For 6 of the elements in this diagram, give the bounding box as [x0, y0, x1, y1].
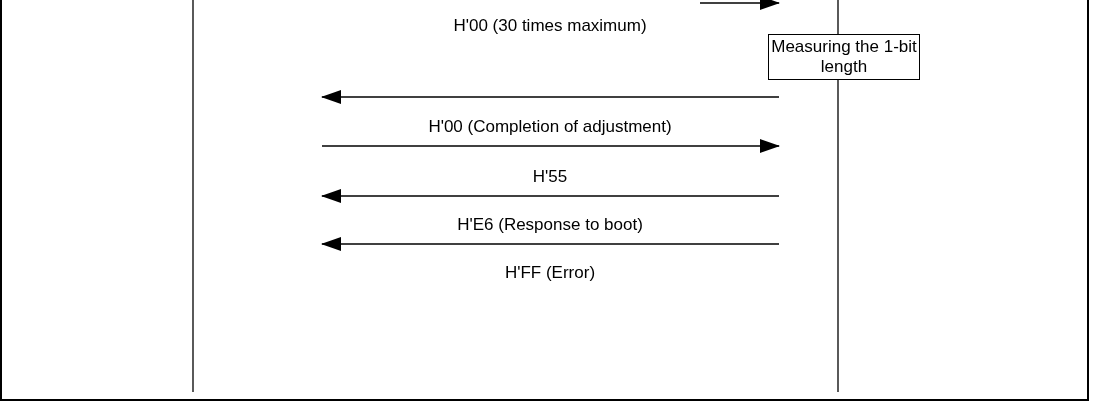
message-label: H'FF (Error) [504, 263, 596, 283]
process-note: Measuring the 1-bit length [768, 34, 920, 80]
message-label: H'55 [532, 167, 568, 187]
message-label: H'00 (Completion of adjustment) [428, 117, 672, 137]
message-label: H'00 (30 times maximum) [453, 16, 647, 36]
message-label: H'E6 (Response to boot) [457, 215, 643, 235]
